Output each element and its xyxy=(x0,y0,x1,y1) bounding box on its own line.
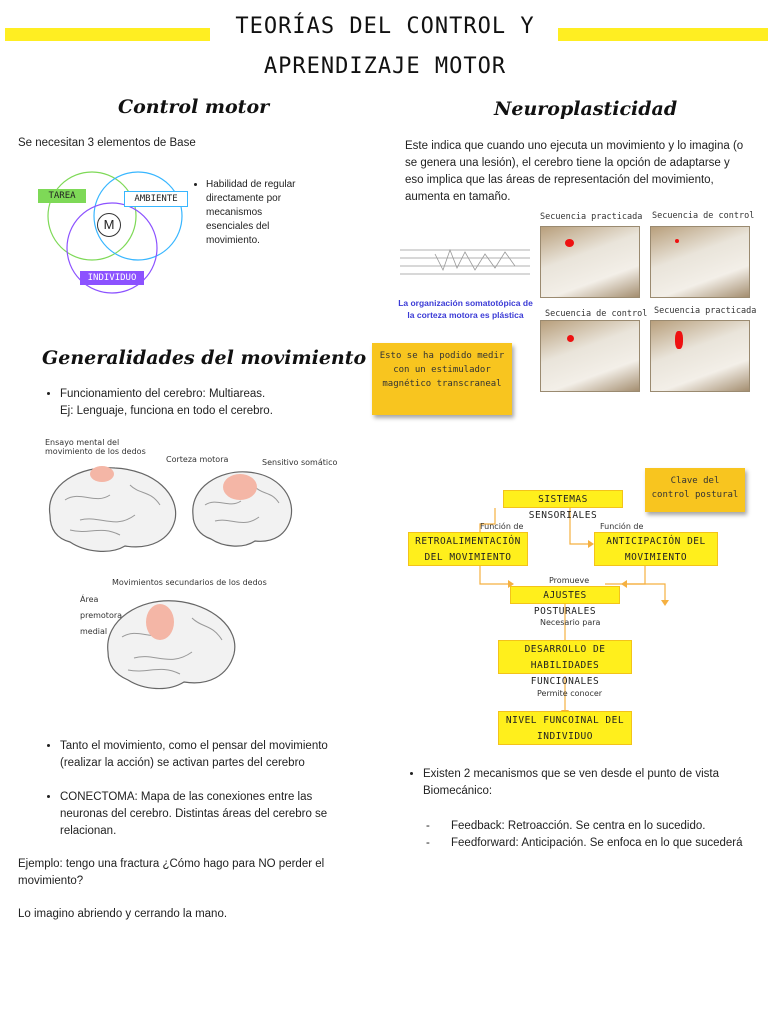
generalidades-bullet1-line1: Funcionamiento del cerebro: Multiareas. xyxy=(60,388,266,400)
venn-ambiente: AMBIENTE xyxy=(124,191,188,207)
mecanismos-dash1-text: Feedback: Retroacción. Se centra en lo s… xyxy=(451,820,706,832)
neuro-graph-caption: La organización somatotópica de la corte… xyxy=(398,298,533,320)
flow-label-permite: Permite conocer xyxy=(537,689,603,698)
flow-label-funcion-1: Función de xyxy=(480,522,524,531)
activation-spot xyxy=(675,239,679,243)
generalidades-bullet2: Tanto el movimiento, como el pensar del … xyxy=(42,738,352,772)
generalidades-bullet1-line2: Ej: Lenguaje, funciona en todo el cerebr… xyxy=(60,405,273,417)
dash-marker: - xyxy=(426,820,430,832)
venn-diagram xyxy=(47,171,183,294)
mecanismos-bullet-text: Existen 2 mecanismos que se ven desde el… xyxy=(423,766,755,800)
page-title-line1: TEORÍAS DEL CONTROL Y xyxy=(235,14,535,39)
mecanismos-bullet: Existen 2 mecanismos que se ven desde el… xyxy=(405,766,755,800)
photo-caption-2: Secuencia de control xyxy=(652,211,755,221)
photo-caption-3: Secuencia de control xyxy=(545,309,648,319)
neuroplasticidad-text: Este indica que cuando uno ejecuta un mo… xyxy=(405,140,744,203)
title-bar-left xyxy=(5,28,210,41)
activation-spot xyxy=(675,331,683,349)
flow-label-necesario: Necesario para xyxy=(540,618,601,627)
postural-sticky-note: Clave del control postural xyxy=(645,468,745,512)
label-ensayo: Ensayo mental del movimiento de los dedo… xyxy=(45,438,146,456)
page-title-line2: APRENDIZAJE MOTOR xyxy=(263,54,507,79)
title-bar-right xyxy=(558,28,768,41)
generalidades-heading: Generalidades del movimiento xyxy=(42,347,367,369)
label-sensitivo: Sensitivo somático xyxy=(262,458,338,467)
neuro-graph xyxy=(400,248,530,275)
label-premotora: Área premotora medial xyxy=(80,595,123,636)
venn-center-m: M xyxy=(97,213,121,237)
photo-caption-4: Secuencia practicada xyxy=(654,306,757,316)
brain-photo-2 xyxy=(650,226,750,298)
answer-text: Lo imagino abriendo y cerrando la mano. xyxy=(18,908,228,920)
example-text: Ejemplo: tengo una fractura ¿Cómo hago p… xyxy=(18,858,325,887)
label-secundarios: Movimientos secundarios de los dedos xyxy=(112,578,267,587)
mecanismos-dash2-text: Feedforward: Anticipación. Se enfoca en … xyxy=(451,837,743,849)
control-motor-bullet-text: Habilidad de regular directamente por me… xyxy=(206,178,298,248)
neuroplasticidad-heading: Neuroplasticidad xyxy=(494,98,678,120)
flow-nivel-funcional: NIVEL FUNCOINAL DEL INDIVIDUO xyxy=(498,711,632,745)
brain-drawing-2 xyxy=(192,471,293,547)
flow-desarrollo: DESARROLLO DE HABILIDADES FUNCIONALES xyxy=(498,640,632,687)
generalidades-bullet1: Funcionamiento del cerebro: Multiareas. … xyxy=(42,386,342,420)
label-corteza: Corteza motora xyxy=(166,455,229,464)
flow-label-funcion-2: Función de xyxy=(600,522,644,531)
flow-sistemas-sensoriales: SISTEMAS SENSORIALES xyxy=(503,490,623,521)
control-motor-bullet: Habilidad de regular directamente por me… xyxy=(188,178,298,248)
control-motor-intro: Se necesitan 3 elementos de Base xyxy=(18,137,196,149)
activation-spot xyxy=(567,335,574,342)
photo-caption-1: Secuencia practicada xyxy=(540,212,643,222)
control-motor-heading: Control motor xyxy=(118,96,270,118)
generalidades-bullet2-text: Tanto el movimiento, como el pensar del … xyxy=(60,738,352,772)
flow-anticipacion: ANTICIPACIÓN DEL MOVIMIENTO xyxy=(594,532,718,566)
brain-drawing-1 xyxy=(48,466,177,552)
neuro-sticky-note: Esto se ha podido medir con un estimulad… xyxy=(372,343,512,415)
brain-photo-1 xyxy=(540,226,640,298)
brain-photo-3 xyxy=(540,320,640,392)
venn-individuo: INDIVIDUO xyxy=(80,271,144,285)
generalidades-bullet3-text: CONECTOMA: Mapa de las conexiones entre … xyxy=(60,789,352,840)
flow-label-promueve: Promueve xyxy=(549,576,590,585)
venn-tarea: TAREA xyxy=(38,189,86,203)
brain-photo-4 xyxy=(650,320,750,392)
flow-ajustes-posturales: AJUSTES POSTURALES xyxy=(510,586,620,617)
generalidades-bullet3: CONECTOMA: Mapa de las conexiones entre … xyxy=(42,789,352,840)
dash-marker: - xyxy=(426,837,430,849)
activation-spot xyxy=(565,239,574,247)
brain-drawing-3 xyxy=(107,600,236,690)
flow-retroalimentacion: RETROALIMENTACIÓN DEL MOVIMIENTO xyxy=(408,532,528,566)
